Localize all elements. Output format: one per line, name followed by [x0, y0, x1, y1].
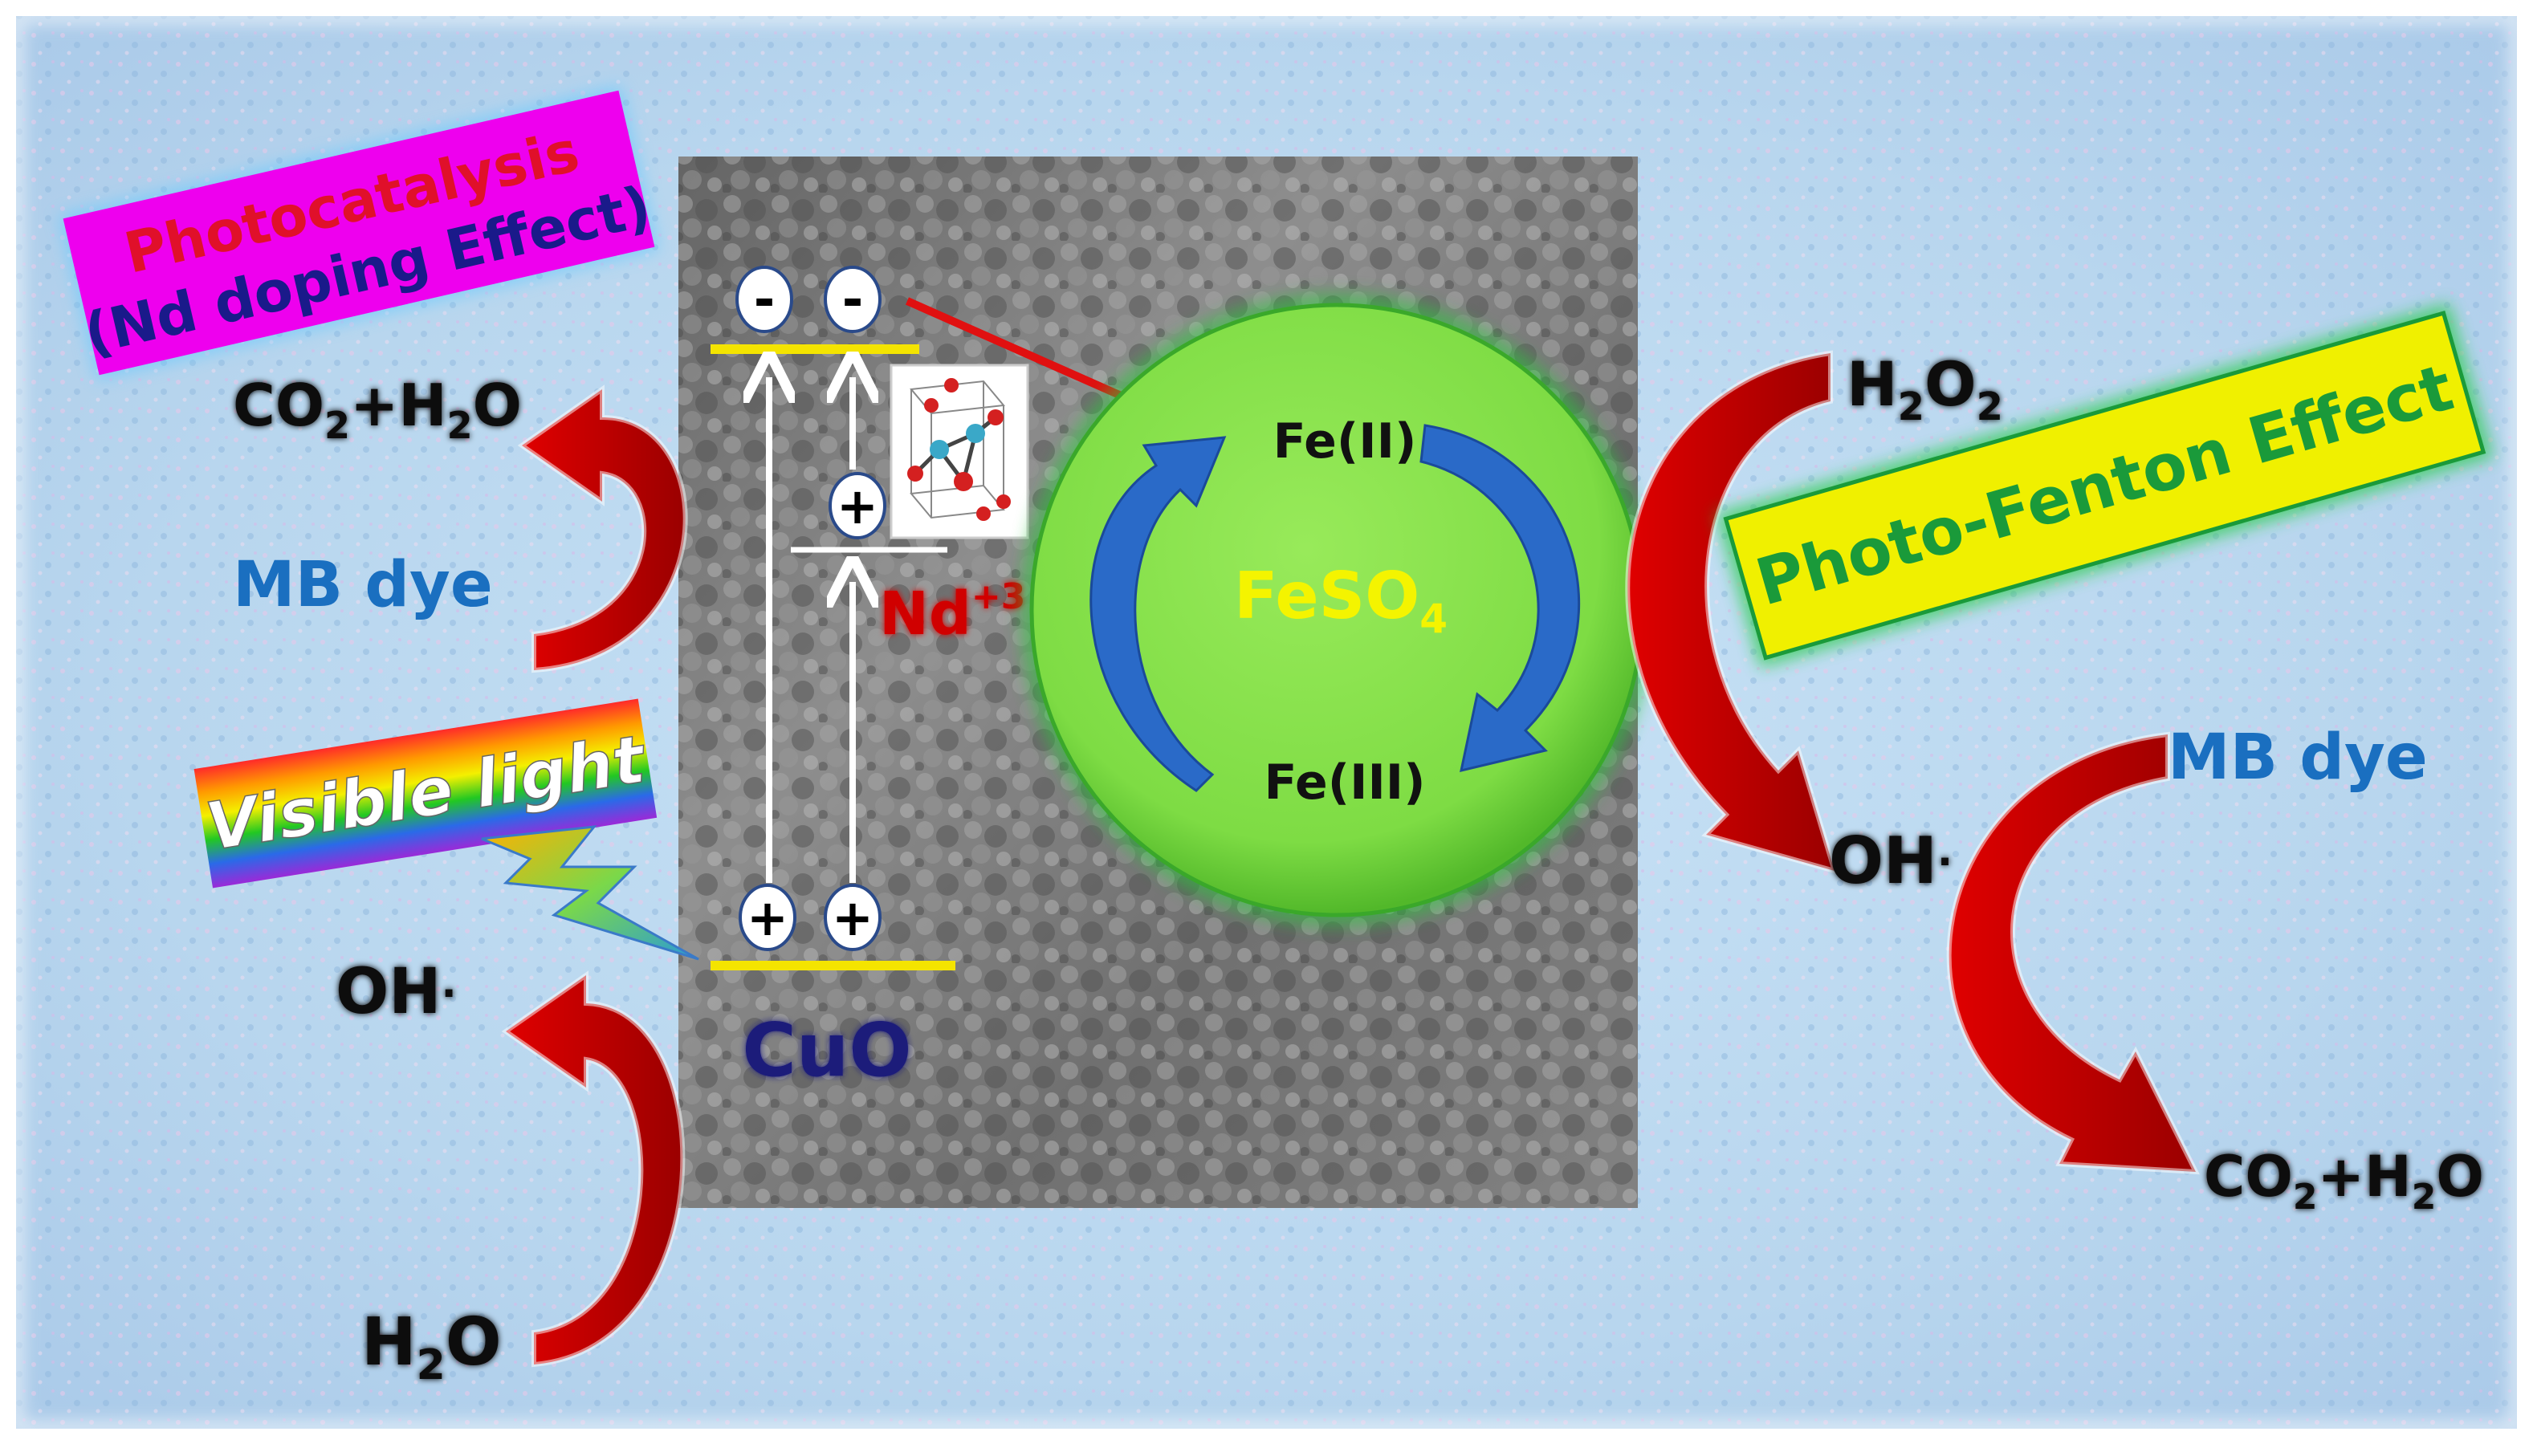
- svg-text:+: +: [747, 889, 788, 947]
- cuo-label: CuO: [742, 1007, 911, 1093]
- svg-text:+: +: [837, 477, 878, 535]
- lightning-bolt-icon: [481, 825, 699, 961]
- electron-2: -: [824, 266, 882, 333]
- cycle-arrow-right: [1419, 424, 1581, 773]
- svg-text:-: -: [754, 270, 776, 330]
- cycle-arrow-left: [1089, 436, 1227, 792]
- hole-valence-2: +: [824, 884, 882, 951]
- electron-1: -: [735, 266, 793, 333]
- band-diagram: - - + + +: [711, 266, 1199, 1093]
- nd-dopant-label: Nd+3: [879, 576, 1025, 649]
- right-lower-curved-arrow: [1946, 731, 2201, 1175]
- right-upper-curved-arrow: [1625, 350, 1839, 875]
- svg-text:-: -: [842, 270, 864, 330]
- feso4-cycle: Fe(II) Fe(III) FeSO4: [1020, 293, 1654, 927]
- hole-nd-level: +: [829, 472, 886, 539]
- h2o2-right: H2O2: [1847, 348, 2003, 429]
- h2o-left: H2O: [361, 1304, 502, 1389]
- hole-valence-1: +: [739, 884, 796, 951]
- mb-dye-right: MB dye: [2168, 722, 2428, 794]
- fe3-label: Fe(III): [1264, 754, 1425, 811]
- feso4-label: FeSO4: [1234, 559, 1448, 642]
- oh-radical-left: OH.: [336, 956, 457, 1028]
- svg-text:+: +: [832, 889, 874, 947]
- right-co2-h2o-product: CO2+H2O: [2204, 1144, 2484, 1218]
- crystal-structure-inset: [890, 364, 1029, 539]
- mb-dye-left: MB dye: [233, 549, 493, 621]
- fe2-label: Fe(II): [1273, 413, 1417, 470]
- oh-radical-right: OH.: [1829, 824, 1953, 898]
- left-upper-curved-arrow: [517, 384, 688, 673]
- left-lower-curved-arrow: [501, 970, 686, 1368]
- left-co2-h2o-product: CO2+H2O: [233, 372, 522, 447]
